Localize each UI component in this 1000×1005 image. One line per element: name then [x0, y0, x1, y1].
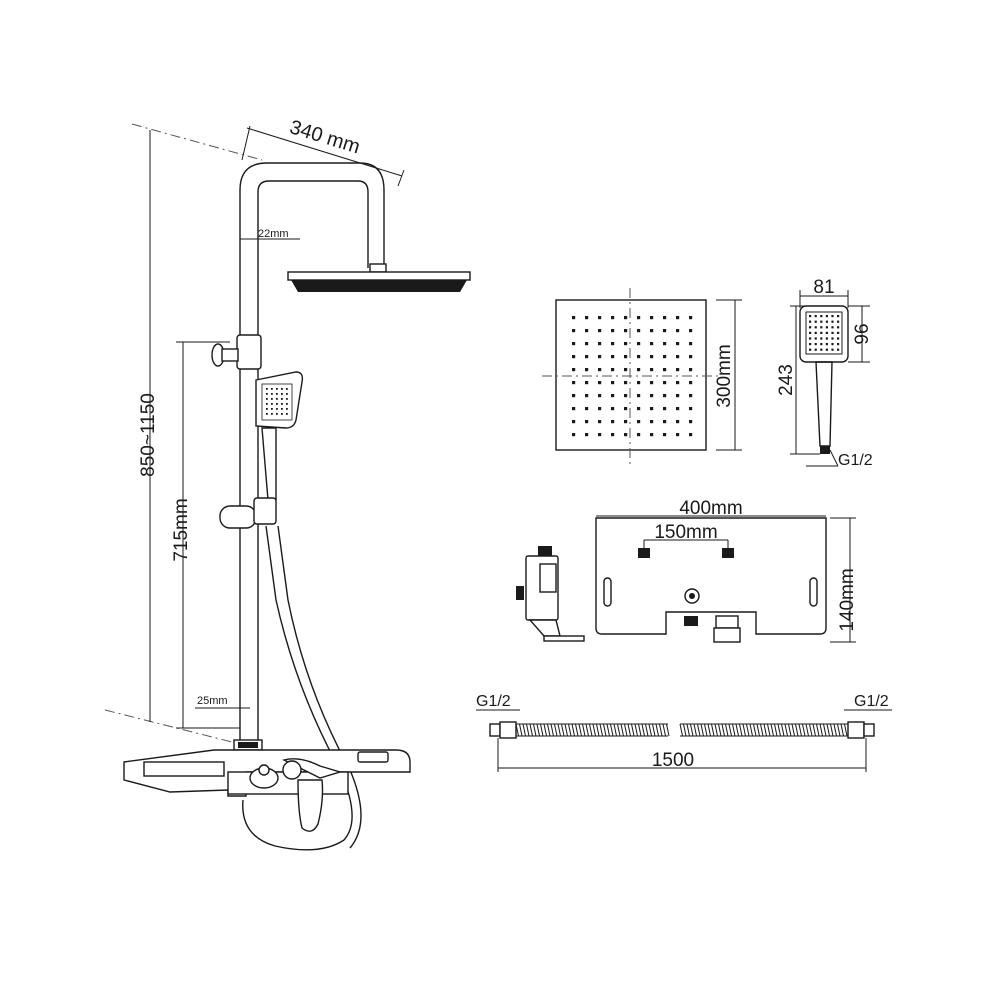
hose-right-nut [847, 721, 865, 739]
hand-shower-thread [820, 446, 830, 454]
mixer-height-label: 140mm [837, 568, 858, 631]
rain-head-outline [555, 299, 707, 451]
hose-left-thread-label: G1/2 [476, 693, 511, 710]
hand-shower-handle [815, 361, 833, 447]
hand-shower-length-label: 243 [776, 364, 797, 396]
hand-shower-thread-label: G1/2 [838, 452, 873, 469]
shower-hose-detail: G1/2 G1/2 1500 [476, 693, 892, 772]
overhead-arm [239, 162, 385, 340]
total-height-label: 850~1150 [138, 393, 159, 477]
hose-segment-left [515, 723, 670, 737]
rain-head-nozzles [572, 316, 693, 437]
hose-length-label: 1500 [652, 750, 694, 771]
top-reference-line [131, 123, 263, 161]
pipe-connector [236, 334, 262, 370]
bottom-pipe-label: 25mm [197, 695, 228, 707]
shower-column-elevation: 850~1150 715mm 25mm 340 mm 22mm [104, 116, 471, 851]
mixer-inlet-spacing-label: 150mm [654, 522, 717, 543]
slide-rail-height-label: 715mm [171, 498, 192, 561]
slider-holder [219, 497, 277, 529]
hose-right-thread-label: G1/2 [854, 693, 889, 710]
hose-left-nut [489, 723, 501, 737]
hand-shower-head-height-label: 96 [852, 323, 873, 344]
hand-shower-nozzles [809, 315, 840, 351]
wall-bracket [211, 343, 239, 367]
bottom-reference-line [104, 709, 241, 745]
arm-nut [369, 263, 387, 273]
temperature-knob [249, 764, 279, 789]
mixer-width-label: 400mm [679, 498, 742, 519]
mixer-front-view [595, 517, 827, 643]
hand-shower-on-column [255, 371, 304, 501]
rain-shower-head [287, 271, 471, 292]
mixer-side-view [516, 546, 585, 642]
pipe-diameter-label: 22mm [258, 228, 289, 240]
hand-shower-width-label: 81 [813, 277, 834, 298]
mixer-lever [281, 758, 343, 832]
hand-shower-detail: 81 96 243 G1/2 [776, 277, 873, 469]
mixer-views: 400mm 150mm 140mm [516, 498, 858, 643]
rain-head-top-view: 300mm [542, 288, 742, 464]
hose-segment-right [679, 723, 848, 737]
shower-hose [242, 525, 353, 851]
rain-head-size-label: 300mm [714, 344, 735, 407]
